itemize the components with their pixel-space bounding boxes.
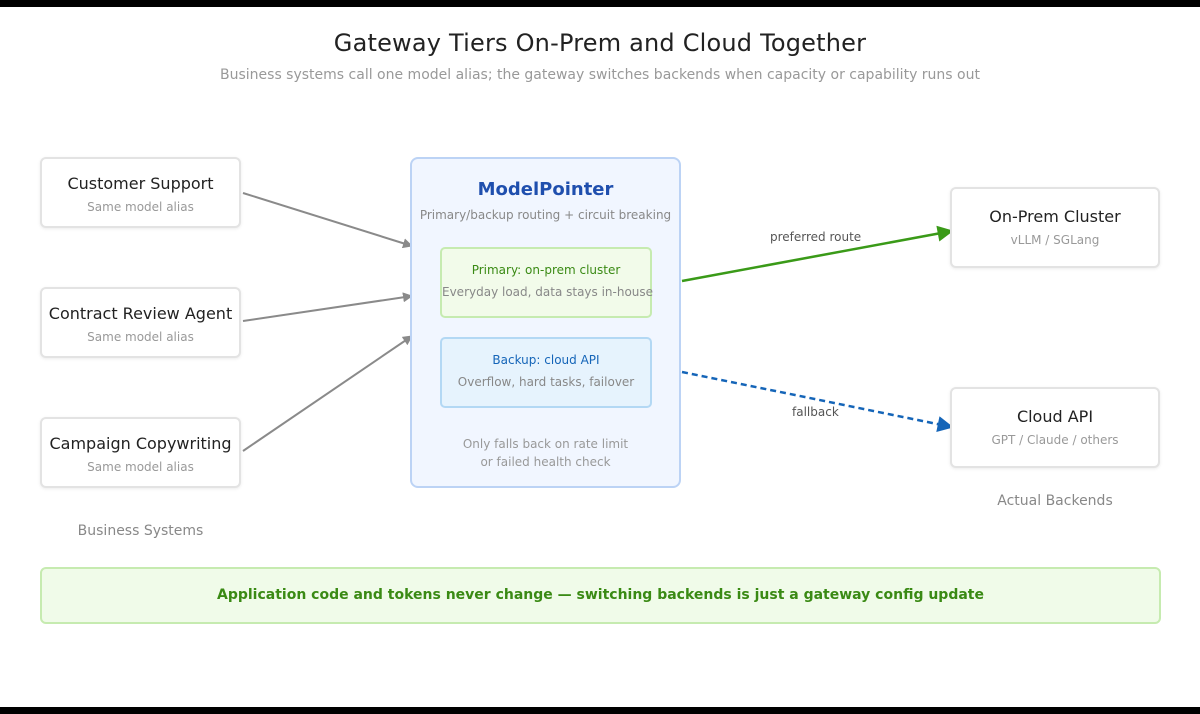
page-subtitle: Business systems call one model alias; t… [220,67,980,83]
tier-backup-name: Backup: cloud API [492,353,600,367]
tier-backup: Backup: cloud API Overflow, hard tasks, … [440,337,652,408]
edge-label-preferred-route: preferred route [770,230,862,244]
gateway-note-line-1: Only falls back on rate limit [462,437,629,451]
business-system-name: Contract Review Agent [48,304,233,323]
tier-primary-name: Primary: on-prem cluster [471,263,621,277]
tier-primary-desc: Everyday load, data stays in-house [442,285,654,299]
business-system-campaign-copywriting: Campaign Copywriting Same model alias [40,417,241,488]
diagram-canvas: Gateway Tiers On-Prem and Cloud Together… [0,7,1200,707]
arrow-support-to-gateway [242,192,413,249]
page-title: Gateway Tiers On-Prem and Cloud Together [333,29,867,57]
gateway-name: ModelPointer [477,179,614,200]
business-system-sub: Same model alias [87,330,194,344]
backend-cloud-api: Cloud API GPT / Claude / others [950,387,1160,468]
edge-label-fallback: fallback [792,405,839,419]
summary-banner: Application code and tokens never change… [40,567,1161,624]
backends-label: Actual Backends [997,493,1113,509]
business-system-contract-review: Contract Review Agent Same model alias [40,287,241,358]
business-system-name: Campaign Copywriting [49,434,232,453]
gateway-box: ModelPointer Primary/backup routing + ci… [410,157,681,488]
tier-backup-desc: Overflow, hard tasks, failover [457,375,635,389]
tier-primary: Primary: on-prem cluster Everyday load, … [440,247,654,318]
business-system-sub: Same model alias [87,200,194,214]
business-system-customer-support: Customer Support Same model alias [40,157,241,228]
backend-name: Cloud API [1016,407,1094,426]
gateway-description: Primary/backup routing + circuit breakin… [419,208,672,222]
business-systems-label: Business Systems [77,523,204,539]
arrow-preferred-route [681,225,954,283]
backend-name: On-Prem Cluster [989,207,1121,226]
arrow-fallback [681,370,954,432]
business-system-sub: Same model alias [87,460,194,474]
backend-sub: vLLM / SGLang [1010,233,1100,247]
gateway-note-line-2: or failed health check [480,455,611,469]
arrow-contract-to-gateway [242,292,413,322]
business-system-name: Customer Support [67,174,214,193]
arrow-campaign-to-gateway [242,335,413,452]
backend-sub: GPT / Claude / others [991,433,1119,447]
connector-layer [242,192,954,452]
gateway-fallback-note: Only falls back on rate limit or failed … [412,435,679,471]
backend-on-prem-cluster: On-Prem Cluster vLLM / SGLang [950,187,1160,268]
